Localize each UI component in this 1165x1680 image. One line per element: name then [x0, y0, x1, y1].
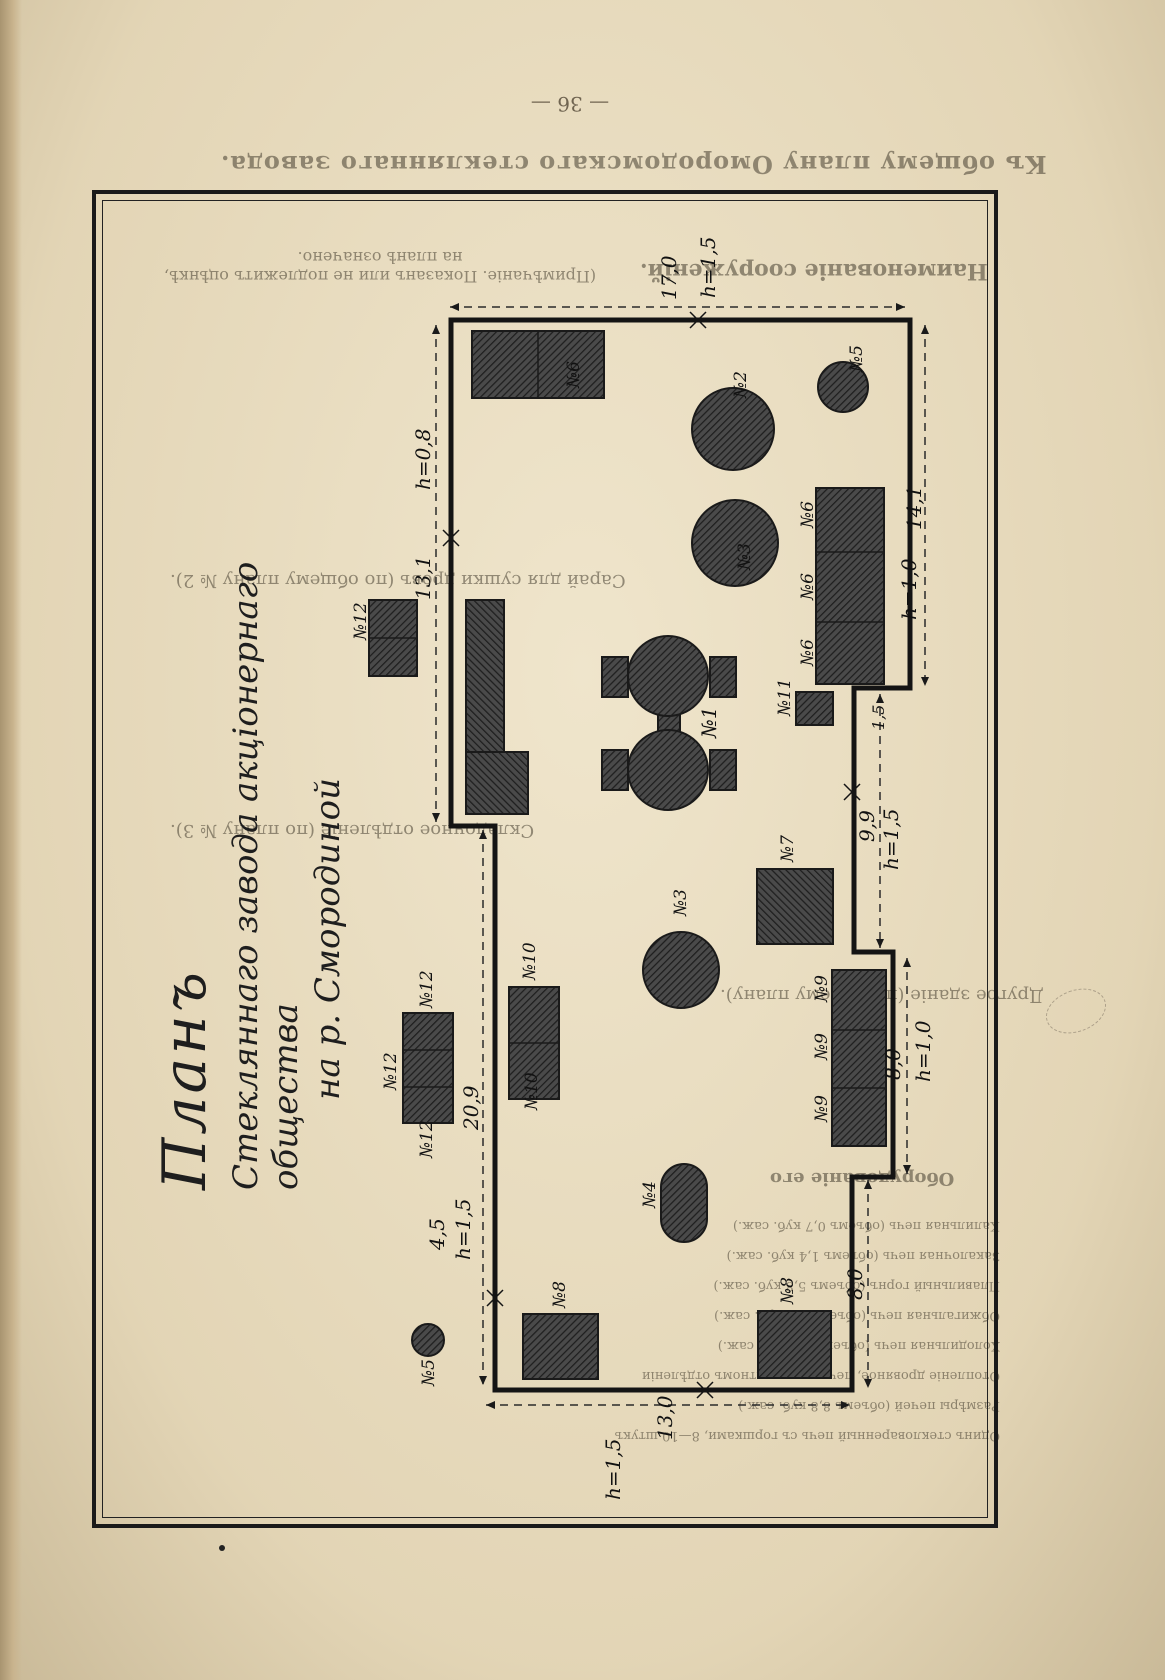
building-10: [508, 986, 560, 1100]
label-b12a: №12: [351, 602, 371, 641]
label-b5b: №5: [419, 1359, 439, 1387]
building-5-top: [817, 361, 869, 413]
dimension-lines: [435, 306, 926, 1406]
dim-left-lower-length: 4,5: [425, 1218, 449, 1251]
dim-bottom-left-height: h=1,5: [601, 1439, 625, 1500]
building-6-right: [815, 487, 885, 685]
plan-inner-frame: [102, 200, 988, 1518]
label-b5a: №5: [847, 345, 867, 373]
plan-subtitle: Стекляннаго завода акціонернаго общества: [226, 561, 306, 1190]
dim-left-upper-height: h=0,8: [411, 429, 435, 490]
building-7: [756, 868, 834, 945]
label-b3b: №3: [671, 889, 691, 917]
label-b6c: №6: [798, 573, 818, 601]
label-b12d: №12: [417, 1120, 437, 1159]
dim-left-long-length: 20,9: [459, 1085, 483, 1131]
dim-top-height: h=1,5: [696, 237, 720, 298]
label-b11: №11: [775, 678, 795, 717]
label-b4: №4: [640, 1181, 660, 1209]
plan-title-block: Планъ Стекляннаго завода акціонернаго об…: [150, 410, 348, 1190]
building-1: [601, 635, 737, 811]
label-b12b: №12: [417, 970, 437, 1009]
building-9: [831, 969, 887, 1147]
label-b9a: №9: [812, 975, 832, 1003]
label-b7: №7: [778, 835, 798, 863]
dim-right-mid-height: h=1,5: [879, 809, 903, 870]
dimension-arrows: [432, 303, 929, 1409]
label-b1: №1: [697, 706, 721, 739]
plan-outer-frame: [92, 190, 998, 1528]
building-8-left: [522, 1313, 599, 1380]
building-3-upper: [691, 499, 779, 587]
building-8-right: [757, 1310, 832, 1379]
label-b6d: №6: [798, 639, 818, 667]
enclosure-fence: [448, 317, 913, 1393]
label-b3a: №3: [735, 543, 755, 571]
plan-subtitle-location: на р. Смородиной: [308, 778, 348, 1100]
building-2: [691, 387, 775, 471]
dim-left-lower-height: h=1,5: [451, 1199, 475, 1260]
dim-right-lower-length: 8,0: [881, 1048, 905, 1080]
label-b9c: №9: [812, 1095, 832, 1123]
label-b10a: №10: [520, 942, 540, 981]
plan-title: Планъ: [150, 969, 220, 1190]
label-b8a: №8: [550, 1281, 570, 1309]
dim-right-step: 1,5: [869, 705, 888, 730]
building-12-small: [368, 599, 418, 677]
building-5-bottom: [411, 1323, 445, 1357]
dim-right-upper-length: 14,1: [902, 485, 926, 530]
dim-right-upper-height: h=1,0: [897, 558, 921, 620]
label-b12c: №12: [381, 1052, 401, 1091]
book-spine-edge: [0, 0, 22, 1680]
building-6-top: [471, 330, 605, 399]
building-12-lower: [402, 1012, 454, 1124]
building-12-long: [465, 599, 529, 815]
ink-dot: [219, 1545, 225, 1551]
dim-top-length: 17,0: [657, 255, 681, 300]
dim-right-lower-height: h=1,0: [911, 1020, 935, 1082]
building-3-lower: [642, 931, 720, 1009]
dim-right-bottom-length: 8,0: [843, 1268, 867, 1300]
dim-left-upper-length: 13,1: [411, 555, 435, 600]
label-b6b: №6: [798, 501, 818, 529]
dim-right-mid-length: 9,9: [855, 810, 879, 842]
label-b10b: №10: [522, 1072, 542, 1111]
label-b9b: №9: [812, 1033, 832, 1061]
label-b6a: №6: [564, 361, 584, 389]
building-4: [660, 1163, 708, 1243]
gate-marker: [442, 311, 861, 1399]
dim-bottom-length: 13,0: [653, 1395, 677, 1440]
label-b2: №2: [731, 371, 751, 399]
building-11: [795, 691, 834, 726]
label-b8b: №8: [778, 1277, 798, 1305]
